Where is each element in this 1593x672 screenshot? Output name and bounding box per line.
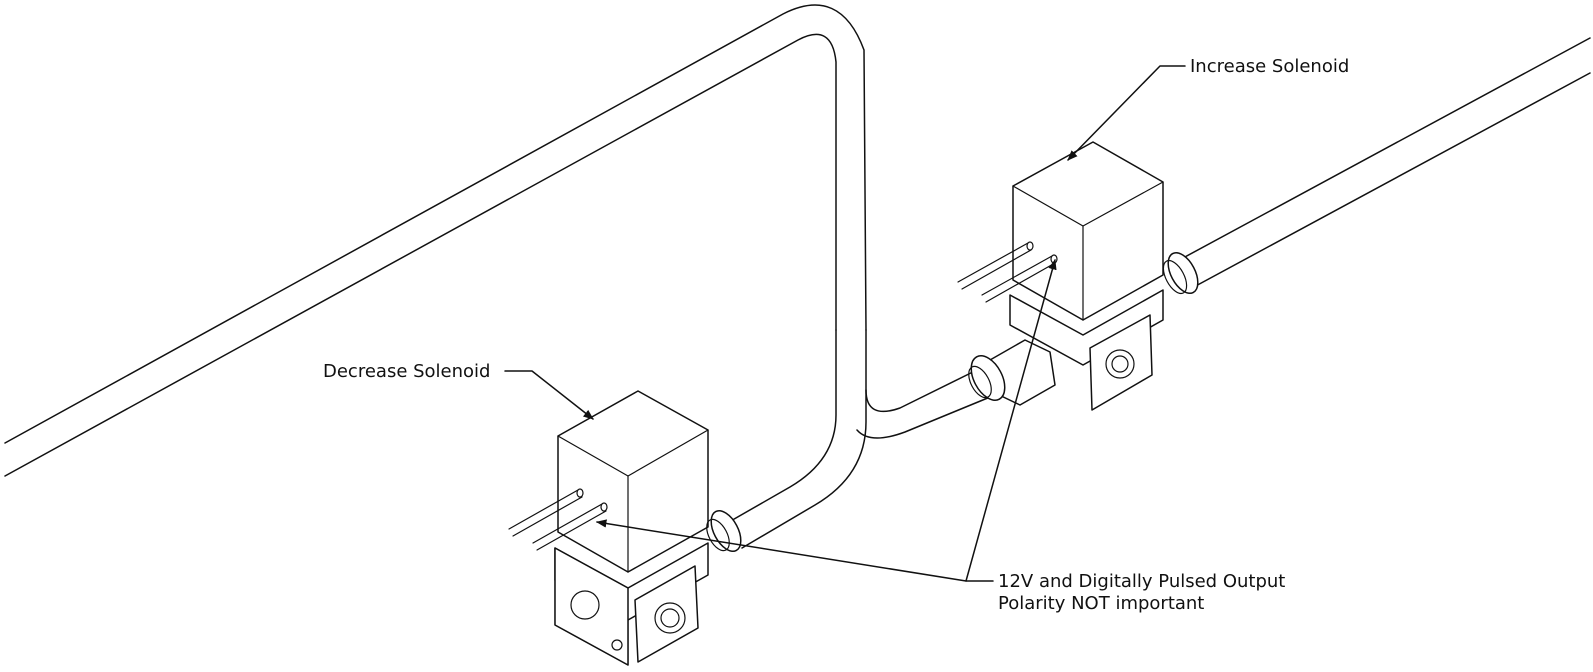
right-tube <box>1182 37 1591 289</box>
increase-solenoid-pins <box>957 241 1058 303</box>
pulsed-output-label: 12V and Digitally Pulsed Output <box>998 571 1285 592</box>
left-tube <box>4 4 867 477</box>
decrease-solenoid-label: Decrease Solenoid <box>323 361 490 382</box>
tube-to-increase-solenoid <box>856 365 996 439</box>
decrease-solenoid <box>508 390 742 666</box>
increase-solenoid-callout: Increase Solenoid <box>1067 56 1349 161</box>
pulsed-output-callout: 12V and Digitally Pulsed Output Polarity… <box>595 258 1285 614</box>
tube-to-decrease-solenoid <box>714 329 867 549</box>
increase-solenoid-label: Increase Solenoid <box>1190 56 1349 77</box>
decrease-solenoid-callout: Decrease Solenoid <box>323 361 594 420</box>
polarity-note-label: Polarity NOT important <box>998 593 1204 614</box>
decrease-solenoid-pins <box>508 488 608 551</box>
increase-solenoid <box>957 141 1199 411</box>
